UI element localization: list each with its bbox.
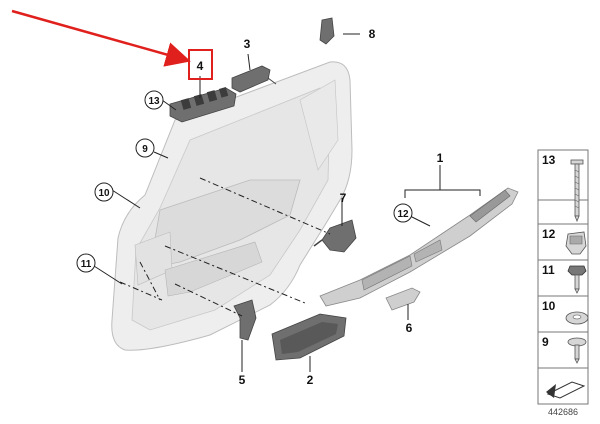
- legend-label-12: 12: [542, 227, 556, 241]
- callout-4-highlight-box: [188, 49, 213, 80]
- part-8-bracket: [319, 17, 335, 45]
- svg-text:9: 9: [142, 144, 148, 155]
- part-5-bracket: [233, 299, 257, 341]
- diagram-id: 442686: [547, 407, 579, 417]
- callout-6: 6: [406, 321, 413, 335]
- callout-9: 9: [135, 138, 155, 158]
- hex-screw-icon: [567, 265, 587, 294]
- clip-nut-icon: [565, 231, 587, 255]
- part-6-clip: [385, 287, 421, 311]
- callout-10: 10: [94, 182, 114, 202]
- washer-ring-icon: [565, 311, 589, 325]
- svg-text:10: 10: [98, 188, 110, 199]
- callout-3: 3: [244, 37, 251, 51]
- hardware-legend: 13 12 11 10 9: [537, 149, 589, 405]
- part-2-grille: [271, 313, 347, 361]
- svg-text:12: 12: [397, 209, 409, 220]
- part-3-cover: [231, 65, 277, 93]
- callout-1: 1: [437, 151, 444, 165]
- arrow-pointer-icon: [546, 381, 586, 399]
- callout-4: 4: [197, 59, 204, 73]
- callout-5: 5: [239, 373, 246, 387]
- callout-2: 2: [307, 373, 314, 387]
- legend-label-10: 10: [542, 299, 556, 313]
- callout-12: 12: [393, 203, 413, 223]
- callout-8: 8: [369, 27, 376, 41]
- screw-long-icon: [570, 159, 584, 223]
- svg-text:13: 13: [148, 96, 160, 107]
- legend-label-13: 13: [542, 153, 556, 167]
- leader-lines: [93, 33, 481, 372]
- part-7-handle: [313, 219, 357, 253]
- callout-11: 11: [76, 253, 96, 273]
- highlight-arrow: [11, 9, 191, 67]
- callout-13: 13: [144, 90, 164, 110]
- part-1-trim-strip: [319, 187, 519, 307]
- door-trim-panel: [111, 61, 353, 351]
- legend-label-11: 11: [542, 263, 555, 277]
- assembly-lines: [119, 177, 331, 317]
- callout-7: 7: [340, 191, 347, 205]
- part-4-switch-bezel: [169, 87, 237, 123]
- pan-screw-icon: [567, 337, 587, 364]
- legend-label-9: 9: [542, 335, 549, 349]
- svg-text:11: 11: [81, 259, 92, 270]
